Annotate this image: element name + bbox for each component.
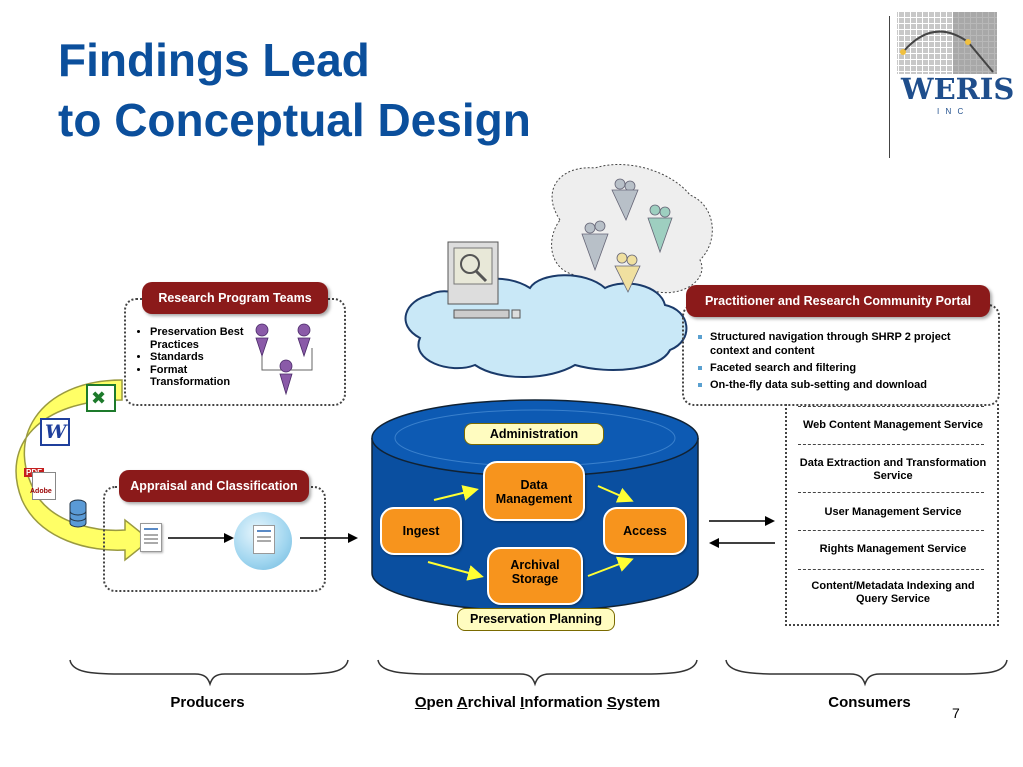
document-icon: [140, 523, 162, 552]
preservation-planning-label: Preservation Planning: [457, 608, 615, 631]
oais-label: Open Archival Information System: [414, 694, 661, 711]
research-bullet-3: Format Transformation: [150, 364, 250, 389]
appraisal-arrow-1: [168, 533, 234, 543]
portal-bullets: Structured navigation through SHRP 2 pro…: [696, 330, 986, 395]
service-separator: [798, 444, 984, 445]
service-web-content: Web Content Management Service: [802, 419, 984, 431]
computer-icon: [447, 241, 521, 319]
service-data-extraction: Data Extraction and Transformation Servi…: [799, 457, 987, 482]
consumers-label: Consumers: [828, 694, 911, 711]
group-braces: [69, 659, 1008, 687]
adobe-label: Adobe: [30, 488, 52, 495]
weris-logo: WERIS I N C: [893, 12, 1014, 127]
classified-document-icon: [234, 512, 292, 570]
service-separator: [798, 530, 984, 531]
portal-bullet-2: Faceted search and filtering: [698, 361, 986, 375]
research-bullet-2: Standards: [150, 351, 250, 364]
service-separator: [798, 406, 984, 407]
portal-bullet-3: On-the-fly data sub-setting and download: [698, 378, 986, 392]
service-indexing-query: Content/Metadata Indexing and Query Serv…: [811, 580, 975, 605]
excel-icon: ✖: [86, 384, 116, 412]
word-icon: W: [40, 418, 70, 446]
portal-label: Practitioner and Research Community Port…: [686, 285, 990, 317]
appraisal-classification-label: Appraisal and Classification: [119, 470, 309, 502]
logo-subtext: I N C: [937, 107, 966, 116]
producers-label: Producers: [170, 694, 245, 711]
database-icon: [69, 499, 87, 528]
archival-storage-box: Archival Storage: [487, 547, 583, 605]
ingest-flow-arrow: [15, 379, 150, 562]
oais-flow-arrows: [427, 485, 634, 581]
pdf-icon: PDF Adobe: [24, 468, 56, 500]
service-separator: [798, 492, 984, 493]
access-box: Access: [603, 507, 687, 555]
administration-label: Administration: [464, 423, 604, 445]
research-program-teams-label: Research Program Teams: [142, 282, 328, 314]
page-title-line-2: to Conceptual Design: [58, 94, 531, 146]
logo-graphic: [897, 12, 997, 74]
community-cloud: [404, 164, 713, 378]
service-user-management: User Management Service: [824, 506, 962, 518]
appraisal-arrow-2: [300, 533, 358, 543]
ingest-box: Ingest: [380, 507, 462, 555]
logo-text: WERIS: [901, 72, 1015, 106]
exchange-arrows: [709, 516, 775, 548]
research-bullets: Preservation Best Practices Standards Fo…: [138, 326, 250, 389]
research-bullet-1: Preservation Best Practices: [150, 326, 250, 351]
page-number: 7: [952, 705, 960, 721]
team-people-icon: [255, 323, 313, 396]
service-rights-management: Rights Management Service: [819, 543, 967, 555]
services-panel: [785, 404, 999, 626]
page-title-line-1: Findings Lead: [58, 34, 370, 86]
data-management-box: Data Management: [483, 461, 585, 521]
people-icons: [581, 178, 673, 293]
logo-divider: [889, 16, 890, 158]
service-separator: [798, 569, 984, 570]
portal-bullet-1: Structured navigation through SHRP 2 pro…: [698, 330, 986, 358]
